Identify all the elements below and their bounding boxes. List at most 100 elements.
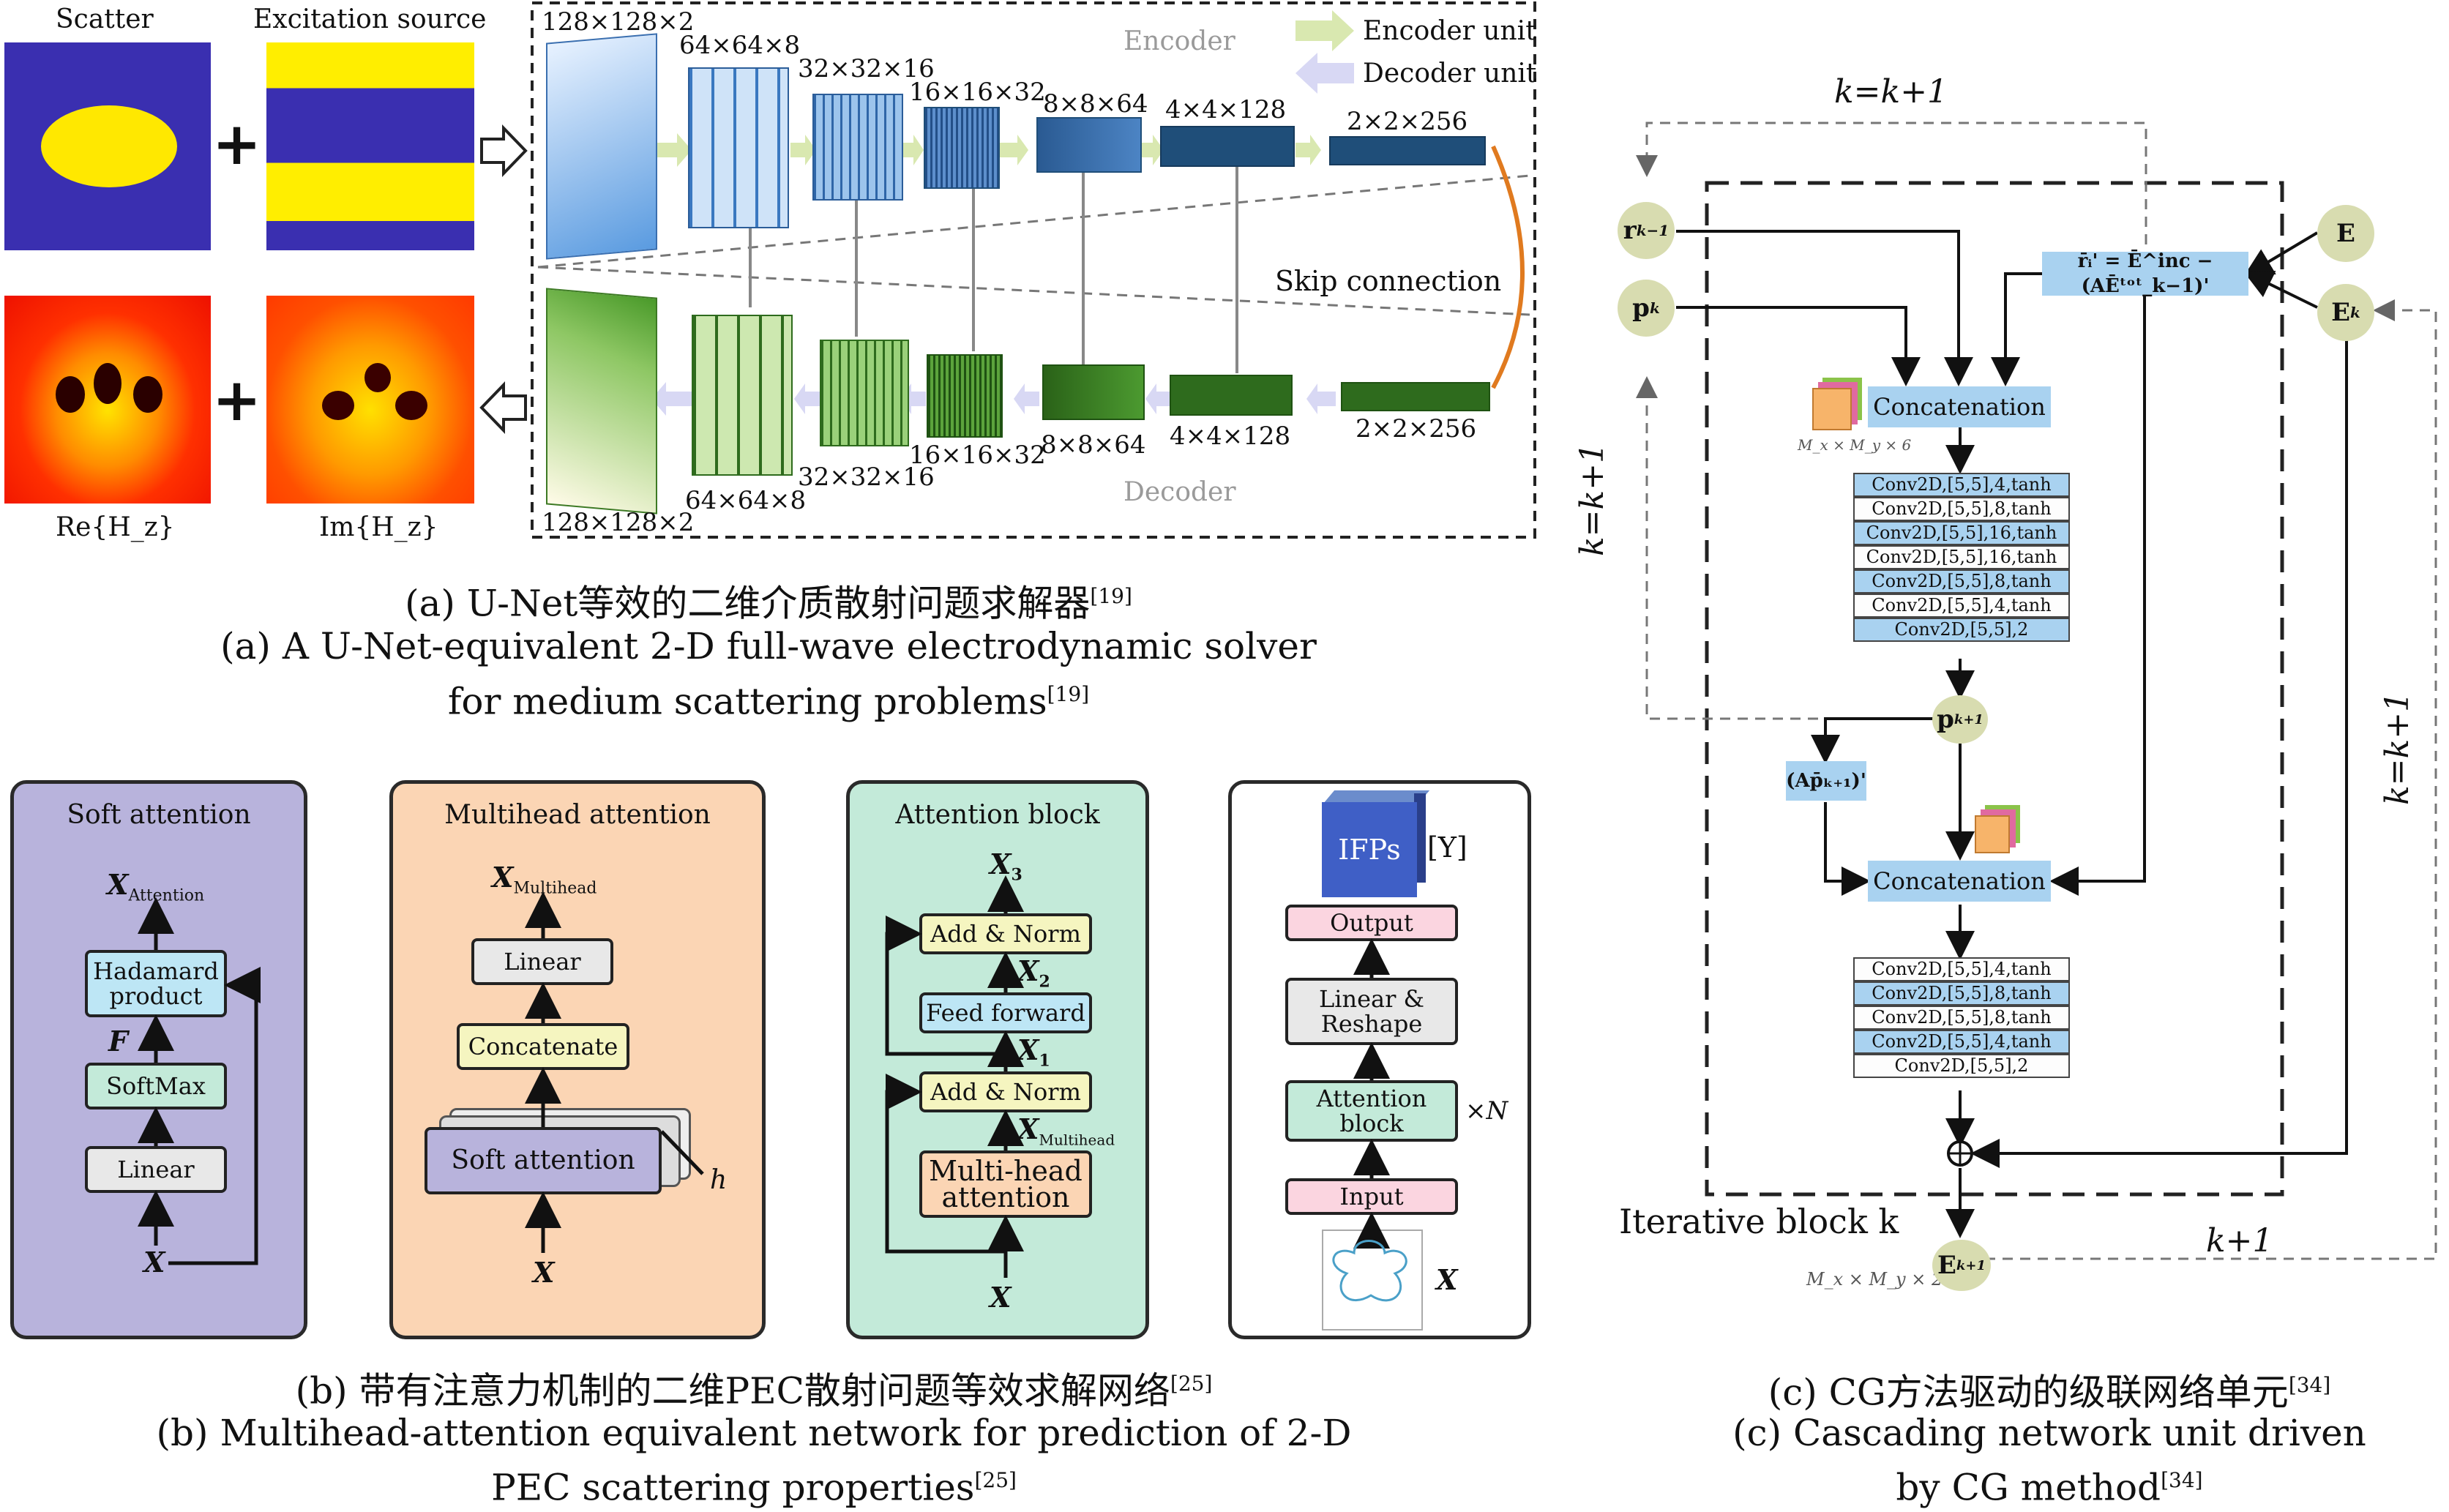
caption-c-cn: (c) CG方法驱动的级联网络单元[34] <box>1768 1371 2331 1414</box>
linear-reshape-box: Linear & Reshape <box>1285 978 1458 1045</box>
decoder-label: Decoder <box>1123 477 1236 507</box>
y-label: [Y] <box>1427 831 1467 864</box>
decoder-unit-label: Decoder unit <box>1363 59 1537 89</box>
conv-top-7: Conv2D,[5,5],2 <box>1853 618 2070 642</box>
decoder-block-7 <box>1341 382 1490 411</box>
h-label: h <box>710 1165 728 1195</box>
ap-box: (Ap̄ₖ₊₁)' <box>1786 761 1866 801</box>
size-bottom-label: M_x × M_y × 2 <box>1806 1269 1943 1290</box>
decoder-block-6 <box>1170 375 1293 416</box>
conv-top-2: Conv2D,[5,5],8,tanh <box>1853 497 2070 521</box>
multihead-linear-box: Linear <box>471 938 613 985</box>
soft-linear-box: Linear <box>85 1146 227 1193</box>
k-top-label: k=k+1 <box>1834 73 1948 111</box>
plus-bottom: + <box>212 366 262 434</box>
caption-a-cn: (a) U-Net等效的二维介质散射问题求解器[19] <box>405 582 1132 625</box>
encoder-label: Encoder <box>1123 26 1235 56</box>
conv-top-1: Conv2D,[5,5],4,tanh <box>1853 473 2070 497</box>
enc-dim-4: 16×16×32 <box>909 78 1046 107</box>
conv-top-3: Conv2D,[5,5],16,tanh <box>1853 521 2070 545</box>
conv-bottom-1: Conv2D,[5,5],4,tanh <box>1853 957 2070 981</box>
concat-top-box: Concatenation <box>1868 386 2051 427</box>
caption-b-en-1: (b) Multihead-attention equivalent netwo… <box>156 1412 1352 1454</box>
encoder-block-4 <box>924 107 1000 189</box>
caption-b-cn: (b) 带有注意力机制的二维PEC散射问题等效求解网络[25] <box>295 1369 1213 1412</box>
decoder-block-3 <box>820 340 909 446</box>
enc-dim-3: 32×32×16 <box>798 54 935 83</box>
re-field-lobe <box>56 376 85 413</box>
tensor-cube-top <box>1812 388 1852 430</box>
caption-c-en-2: by CG method[34] <box>1896 1466 2203 1509</box>
formula-box: r̄ᵢ' = Ē^inc − (AĒᵗᵒᵗ_k−1)' <box>2042 250 2248 297</box>
caption-b-en-2: PEC scattering properties[25] <box>491 1466 1017 1509</box>
encoder-block-5 <box>1036 117 1142 173</box>
soft-attention-box: Soft attention <box>425 1127 662 1194</box>
f-label: F <box>108 1025 128 1058</box>
im-label: Im{H_z} <box>319 512 438 542</box>
ifps-box: IFPs <box>1322 802 1417 897</box>
soft-attention-title: Soft attention <box>67 800 251 830</box>
network-x-label: X <box>1436 1263 1458 1296</box>
re-label: Re{H_z} <box>56 512 175 542</box>
dec-dim-3: 32×32×16 <box>798 463 935 492</box>
decoder-block-2 <box>692 315 793 476</box>
caption-a-en-1: (a) A U-Net-equivalent 2-D full-wave ele… <box>220 625 1317 667</box>
im-field-lobe <box>364 363 391 392</box>
im-field-image <box>266 296 474 504</box>
k-right-label: k=k+1 <box>2379 691 2416 805</box>
encoder-block-7 <box>1329 136 1486 165</box>
iterative-block-label: Iterative block k <box>1619 1202 1899 1241</box>
enc-dim-5: 8×8×64 <box>1043 89 1148 119</box>
im-field-lobe <box>395 391 427 420</box>
dec-dim-1: 128×128×2 <box>542 508 695 537</box>
caption-a-en-2: for medium scattering problems[19] <box>447 680 1090 723</box>
network-attention-block-box: Attention block <box>1285 1080 1458 1142</box>
k-bottom-label: k+1 <box>2206 1222 2273 1260</box>
scatter-label: Scatter <box>56 4 154 34</box>
e-node: E <box>2317 205 2374 262</box>
concat-bottom-box: Concatenation <box>1868 861 2051 902</box>
attn-input-label: X <box>990 1281 1012 1314</box>
times-n-label: ×N <box>1465 1096 1508 1126</box>
encoder-block-3 <box>812 94 903 201</box>
soft-input-label: X <box>143 1246 165 1279</box>
enc-dim-2: 64×64×8 <box>679 31 801 60</box>
skip-connection-label: Skip connection <box>1275 265 1502 297</box>
multihead-title: Multihead attention <box>444 800 711 830</box>
conv-top-4: Conv2D,[5,5],16,tanh <box>1853 545 2070 569</box>
size-top-label: M_x × M_y × 6 <box>1798 436 1912 454</box>
enc-dim-1: 128×128×2 <box>542 7 695 37</box>
conv-bottom-5: Conv2D,[5,5],2 <box>1853 1054 2070 1078</box>
dec-dim-6: 4×4×128 <box>1170 422 1291 451</box>
conv-bottom-2: Conv2D,[5,5],8,tanh <box>1853 981 2070 1006</box>
re-field-lobe <box>94 363 121 404</box>
enc-dim-6: 4×4×128 <box>1165 95 1287 124</box>
conv-bottom-3: Conv2D,[5,5],8,tanh <box>1853 1006 2070 1030</box>
k-left-label: k=k+1 <box>1574 442 1611 556</box>
ifps-cube-side <box>1414 793 1426 883</box>
dec-dim-4: 16×16×32 <box>909 441 1046 470</box>
multihead-box: Multi-head attention <box>919 1150 1092 1218</box>
excitation-image <box>266 42 474 250</box>
tensor-cube-bottom <box>1975 815 2010 853</box>
attention-block-title: Attention block <box>895 800 1100 830</box>
encoder-block-6 <box>1160 126 1295 167</box>
multihead-input-label: X <box>533 1256 555 1289</box>
hadamard-box: Hadamard product <box>85 950 227 1017</box>
dec-dim-7: 2×2×256 <box>1356 414 1477 444</box>
conv-top-6: Conv2D,[5,5],4,tanh <box>1853 594 2070 618</box>
decoder-block-4 <box>927 354 1003 438</box>
decoder-block-5 <box>1042 364 1145 420</box>
scatter-image <box>4 42 211 250</box>
dec-dim-2: 64×64×8 <box>685 486 807 515</box>
conv-top-5: Conv2D,[5,5],8,tanh <box>1853 569 2070 594</box>
re-field-lobe <box>133 376 162 413</box>
